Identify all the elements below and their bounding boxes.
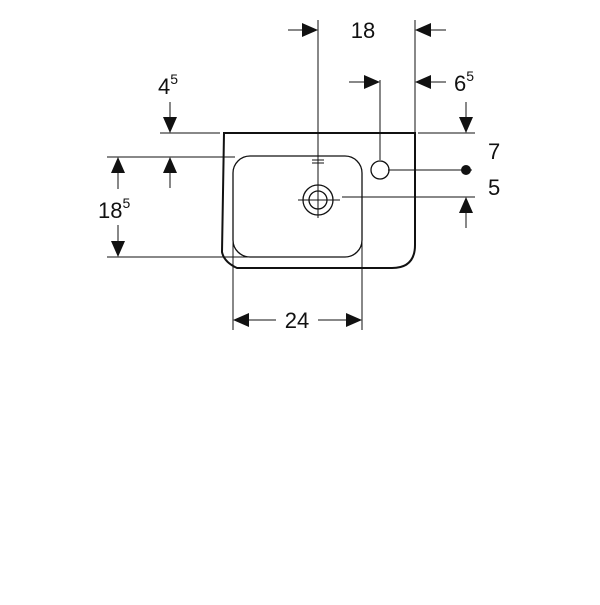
- dim-bowl-width: 24: [233, 308, 362, 333]
- dim-bowl-depth: 185: [98, 157, 130, 257]
- drain-symbol: [298, 184, 340, 218]
- dim-tap-hole-label: 7: [488, 139, 500, 164]
- dim-tap-offset: 65: [349, 68, 474, 96]
- dim-rim-depth-label: 45: [158, 71, 178, 99]
- tap-hole: [370, 160, 390, 180]
- extension-lines: [107, 20, 475, 330]
- dim-bowl-width-label: 24: [285, 308, 309, 333]
- bowl-outline: [232, 155, 363, 258]
- dim-right-vertical: 7 5: [459, 102, 500, 228]
- dim-bowl-depth-label: 185: [98, 195, 130, 223]
- dim-drain-offset-label: 5: [488, 175, 500, 200]
- dim-rim-depth: 45: [158, 71, 178, 188]
- dim-top-width-label: 18: [351, 18, 375, 43]
- dim-tap-offset-label: 65: [454, 68, 474, 96]
- dim-top-width: 18: [288, 18, 446, 43]
